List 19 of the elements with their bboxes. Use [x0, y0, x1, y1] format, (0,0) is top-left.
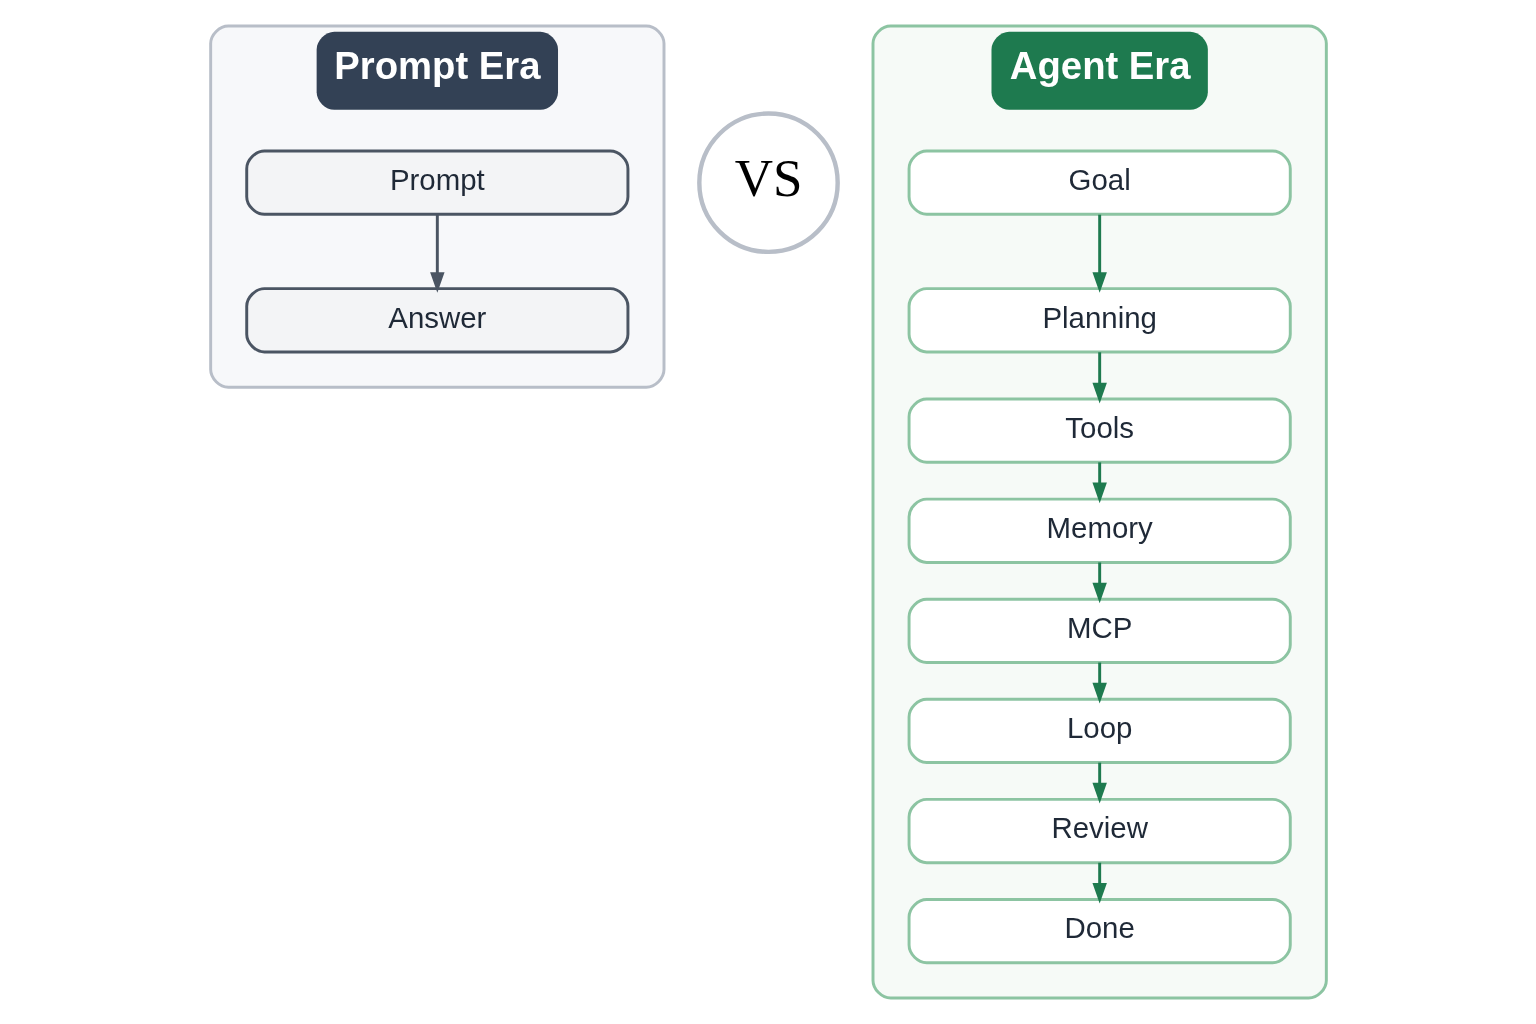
- node-box: Tools: [907, 397, 1292, 464]
- node-box: MCP: [907, 597, 1292, 664]
- arrow: [1091, 662, 1107, 704]
- arrow: [1091, 462, 1107, 504]
- node-box: Memory: [907, 497, 1292, 564]
- arrow: [1091, 214, 1107, 293]
- arrow: [1091, 562, 1107, 604]
- node-box: Loop: [907, 697, 1292, 765]
- node-box: Goal: [907, 149, 1292, 216]
- node-circle: VS: [696, 111, 840, 255]
- node-box: Answer: [244, 287, 629, 354]
- arrow: [1091, 862, 1107, 904]
- node-box: Prompt: [244, 149, 629, 216]
- arrow: [1091, 762, 1107, 804]
- node-box: Planning: [907, 287, 1292, 354]
- arrow: [429, 214, 445, 293]
- node-box: Review: [907, 797, 1292, 865]
- arrow: [1091, 352, 1107, 404]
- node-box: Done: [907, 898, 1292, 965]
